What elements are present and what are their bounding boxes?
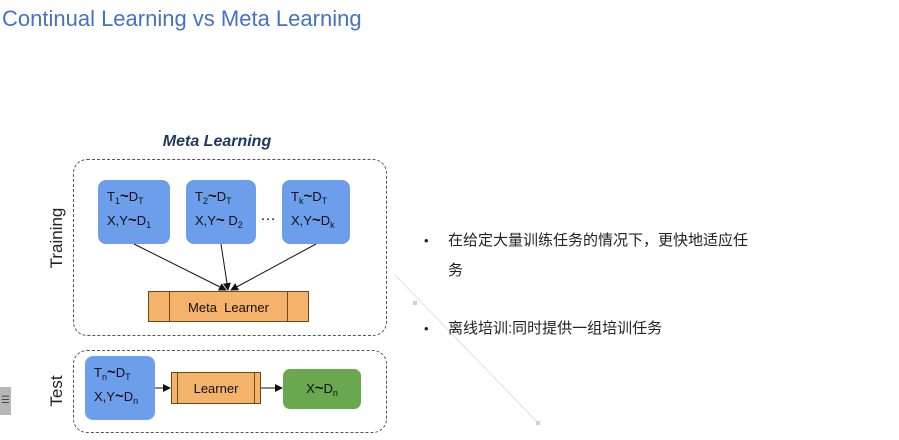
d-label: D [320, 213, 331, 228]
output-d-subscript: n [332, 388, 338, 398]
bullet-marker: • [424, 233, 429, 248]
decorative-point [536, 421, 540, 425]
menu-icon[interactable]: ☰ [0, 387, 11, 415]
d-subscript: k [330, 220, 335, 230]
task-box-k: Tk~DT X,Y~Dk [282, 180, 350, 244]
arrow-task2-to-meta-learner [220, 243, 231, 291]
output-d-label: D [323, 381, 333, 396]
meta-learner-label: Meta Learner [188, 300, 269, 315]
bullet-text-line: 离线培训:同时提供一组培训任务 [448, 320, 663, 337]
task-box-1: T1~DT X,Y~D1 [98, 180, 170, 244]
task-subscript: n [101, 372, 107, 382]
d-label: D [136, 213, 147, 228]
slide-title: Continual Learning vs Meta Learning [2, 6, 362, 31]
d-label: D [228, 213, 238, 228]
d-label: D [123, 389, 134, 404]
d-subscript: 2 [237, 220, 243, 230]
tilde-symbol: ~ [119, 188, 129, 205]
bullet-text-line: 在给定大量训练任务的情况下，更快地适应任 [448, 232, 749, 249]
training-panel [73, 159, 387, 336]
decorative-diagonal-line [394, 274, 541, 426]
dist-label: D [216, 189, 227, 204]
learner-label: Learner [193, 381, 239, 396]
task-subscript: k [298, 196, 304, 206]
dist-label: D [115, 365, 126, 380]
task-label: T [195, 189, 203, 204]
ellipsis: … [260, 207, 277, 224]
d-subscript: 1 [146, 220, 152, 230]
task-box-2: T2~DT X,Y~ D2 [186, 180, 256, 244]
dist-subscript: T [321, 196, 328, 206]
task-subscript: 1 [114, 196, 120, 206]
decorative-point [413, 301, 417, 305]
d-subscript: n [133, 396, 139, 406]
test-task-box: Tn~DT X,Y~Dn [85, 356, 155, 420]
test-panel [73, 350, 387, 433]
xy-label: X,Y [291, 213, 312, 228]
diagram-title: Meta Learning [162, 133, 272, 150]
xy-label: X,Y [107, 213, 128, 228]
dist-label: D [312, 189, 322, 204]
tilde-symbol: ~ [314, 380, 324, 397]
output-box: X~Dn [283, 369, 361, 409]
xy-label: X,Y [195, 213, 216, 228]
learner-box: Learner [171, 372, 261, 404]
dist-subscript: T [138, 196, 144, 206]
task-label: T [94, 365, 102, 380]
tilde-symbol: ~ [106, 364, 116, 381]
tilde-symbol: ~ [215, 212, 225, 229]
output-x-label: X [306, 381, 315, 396]
tilde-symbol: ~ [127, 212, 137, 229]
tilde-symbol: ~ [303, 188, 313, 205]
tilde-symbol: ~ [311, 212, 321, 229]
task-label: T [107, 189, 115, 204]
meta-learner-box: Meta Learner [148, 291, 309, 322]
dist-label: D [128, 189, 139, 204]
arrow-task1-to-meta-learner [133, 243, 227, 291]
task-label: T [291, 189, 299, 204]
xy-label: X,Y [94, 389, 115, 404]
dist-subscript: T [125, 372, 131, 382]
dist-subscript: T [226, 196, 232, 206]
tilde-symbol: ~ [114, 388, 124, 405]
arrow-taskk-to-meta-learner [230, 243, 317, 291]
bullet-marker: • [424, 321, 429, 336]
tilde-symbol: ~ [207, 188, 217, 205]
task-subscript: 2 [202, 196, 208, 206]
bullet-text-line: 务 [448, 262, 464, 279]
